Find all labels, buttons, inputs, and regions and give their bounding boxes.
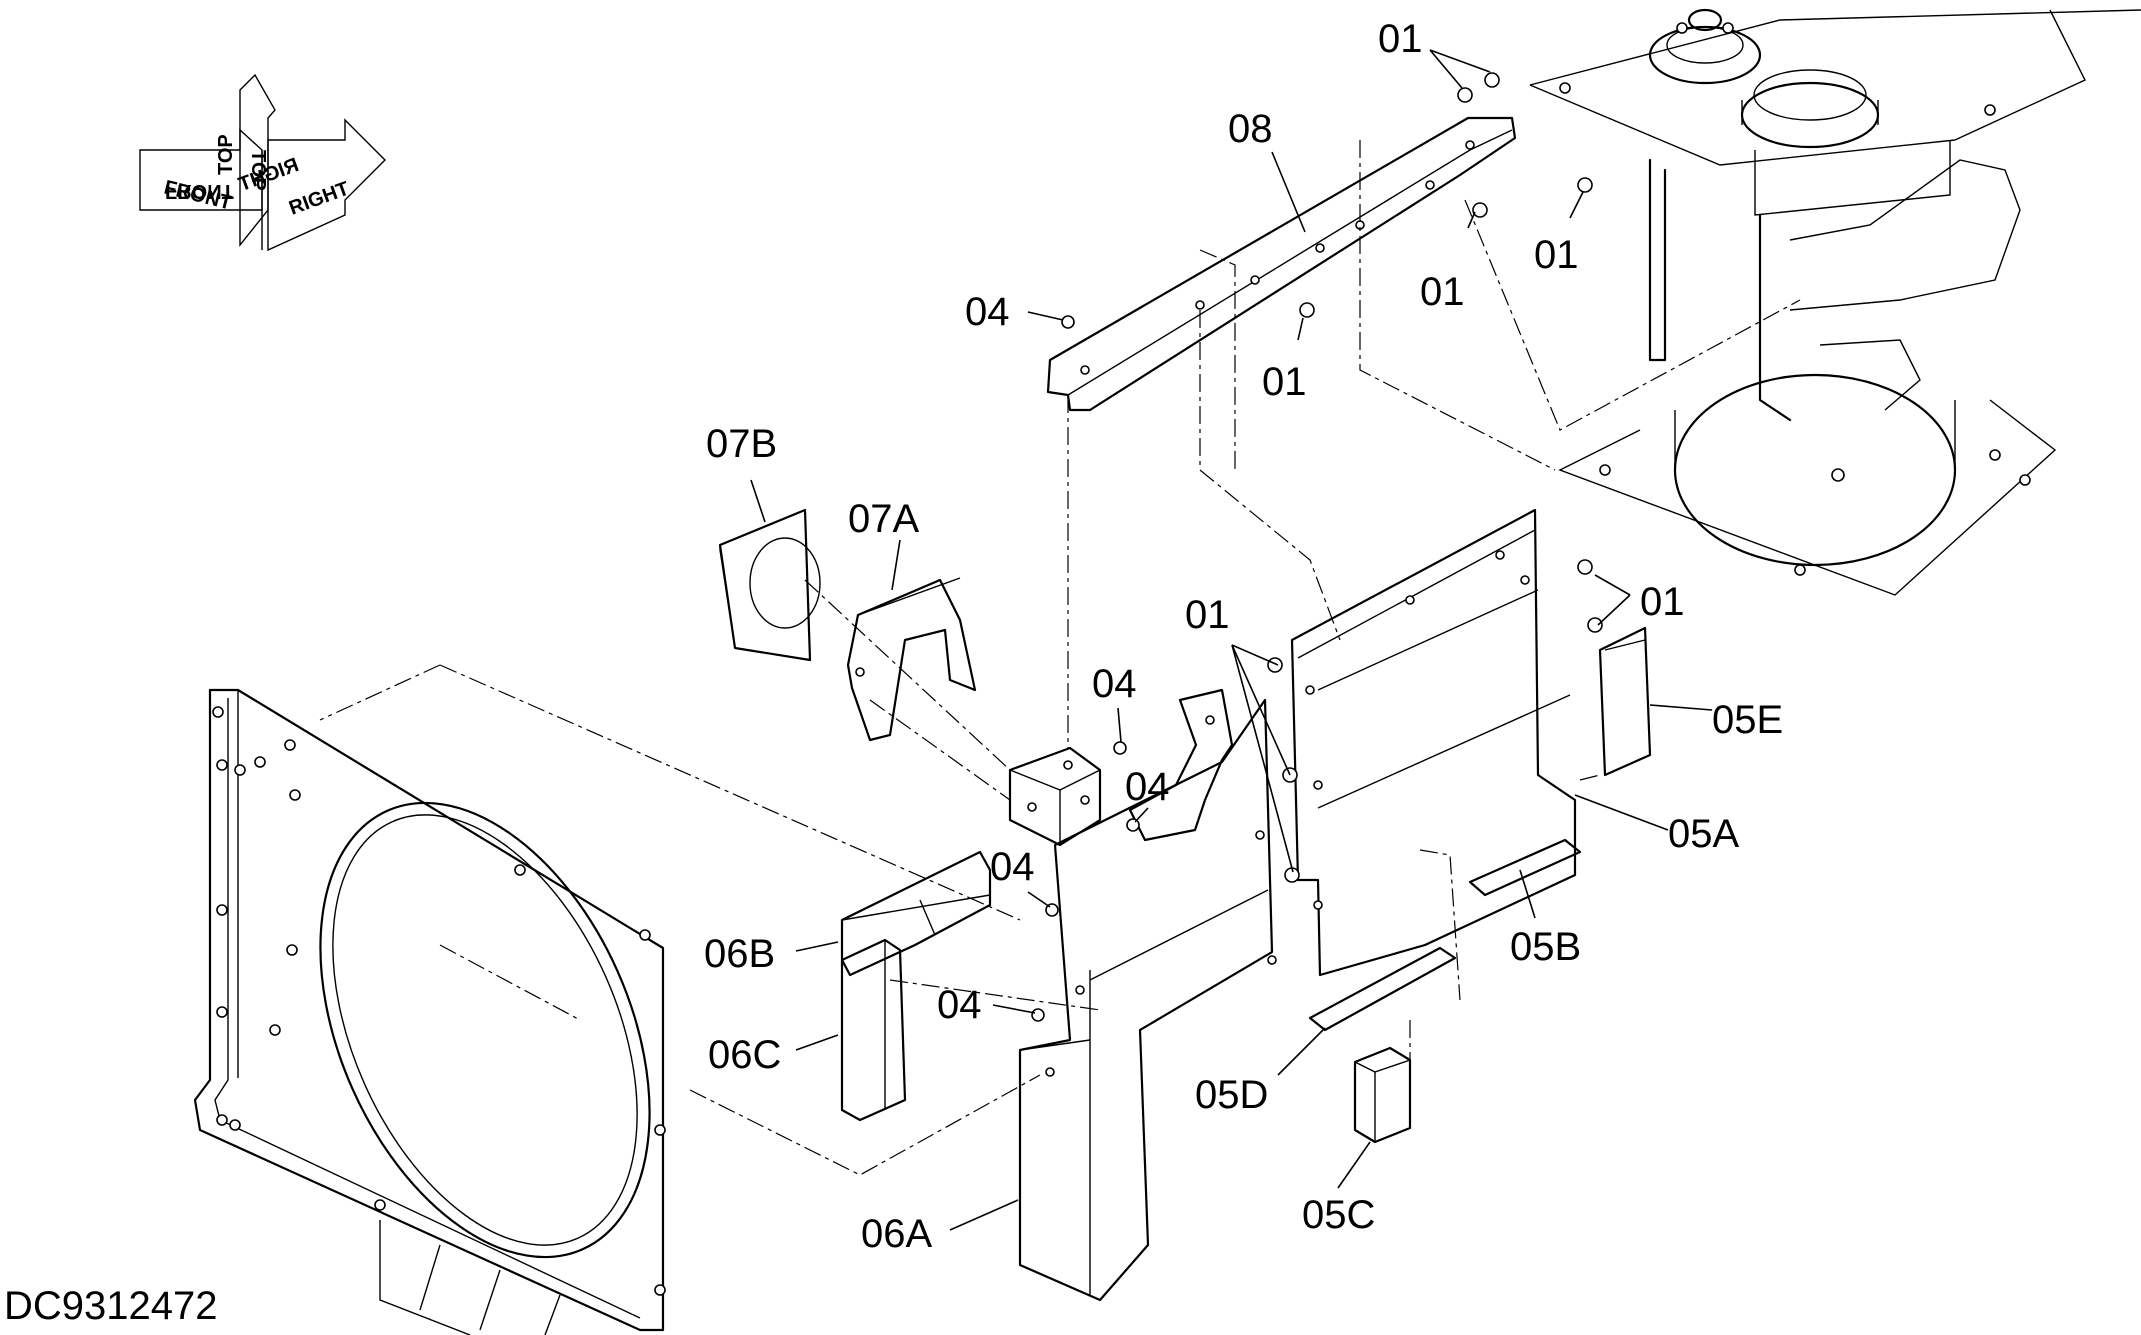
callout-07B: 07B [706,422,777,466]
callout-01-low: 01 [1262,360,1307,404]
callout-01-side: 01 [1640,580,1685,624]
leader-lines [750,49,1713,1231]
fastener-bolts [1031,72,1603,1022]
bracket-08 [1046,116,1517,412]
seal-05E [1598,626,1652,777]
plate-07A [846,577,977,742]
mount-block [1008,746,1102,847]
callout-06B: 06B [704,932,775,976]
callout-06C: 06C [708,1033,781,1077]
seal-07B [718,508,821,662]
callout-01-top: 01 [1378,17,1423,61]
drawing-number: DC9312472 [4,1284,218,1328]
callout-labels: 01 08 01 01 01 04 07B 07A 01 01 04 04 04… [704,17,1783,1256]
callout-04-bottom: 04 [937,983,982,1027]
callout-01-baffle: 01 [1185,593,1230,637]
callout-04-upper: 04 [1092,662,1137,706]
seal-05D [1308,946,1457,1032]
callout-05A: 05A [1668,812,1739,856]
callout-04-mid: 04 [1125,765,1170,809]
center-lines [319,140,1801,1176]
panel-06A [1018,688,1277,1302]
top-arrow-label-mirrored: TOP [215,134,237,175]
baffle-05A [1290,508,1577,977]
top-arrow-label: TOP [247,150,269,191]
callout-05D: 05D [1195,1073,1268,1117]
front-arrow-label-mirrored: FRONT [165,180,234,202]
right-arrow-label: RIGHT [286,178,352,220]
tank-assembly [1529,8,2141,596]
callout-04-top: 04 [965,290,1010,334]
callout-05B: 05B [1510,925,1581,969]
callout-05E: 05E [1712,698,1783,742]
seal-06C [840,938,907,1122]
callout-08: 08 [1228,107,1273,151]
callout-06A: 06A [861,1212,932,1256]
orientation-arrows: FRONT FRONT TOP TOP RIGHT RIGHT [139,73,386,252]
seal-05B [1468,838,1582,897]
callout-01-right: 01 [1534,233,1579,277]
fan-shroud [193,688,666,1335]
callout-01-mid: 01 [1420,270,1465,314]
callout-05C: 05C [1302,1193,1375,1237]
callout-04-lower: 04 [990,845,1035,889]
seal-06B [840,850,992,977]
callout-07A: 07A [848,497,919,541]
seal-05C [1353,1046,1412,1144]
